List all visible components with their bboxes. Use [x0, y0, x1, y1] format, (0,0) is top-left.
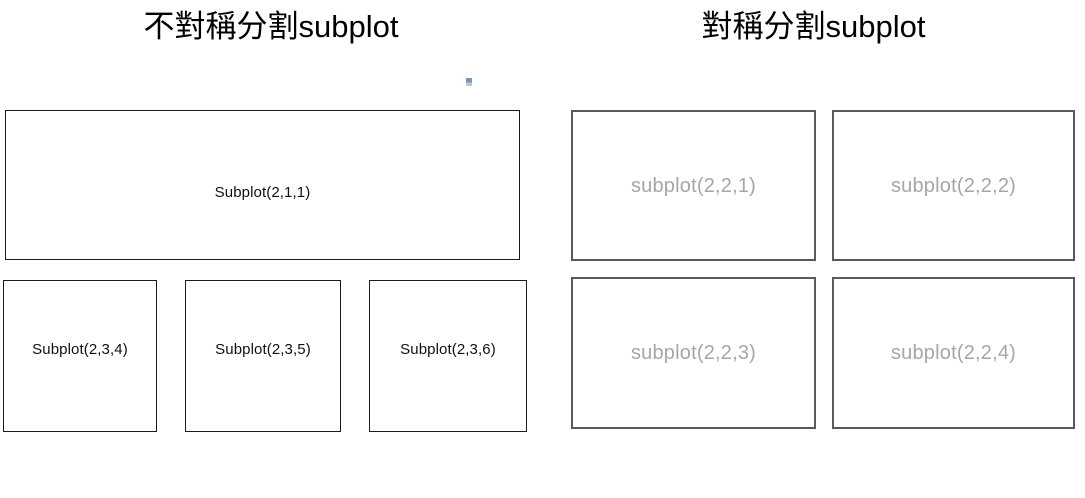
subplot-box-2-3-4[interactable]: Subplot(2,3,4)	[3, 280, 157, 432]
subplot-box-2-3-5[interactable]: Subplot(2,3,5)	[185, 280, 341, 432]
subplot-box-2-1-1[interactable]: Subplot(2,1,1)	[5, 110, 520, 260]
subplot-box-2-2-3[interactable]: subplot(2,2,3)	[571, 277, 816, 429]
subplot-box-2-2-2[interactable]: subplot(2,2,2)	[832, 110, 1075, 261]
subplot-box-label: subplot(2,2,4)	[890, 342, 1017, 364]
subplot-box-label: subplot(2,2,1)	[630, 174, 757, 197]
subplot-box-label: Subplot(2,3,5)	[215, 341, 311, 358]
subplot-box-label: subplot(2,2,2)	[890, 174, 1017, 197]
subplot-box-label: subplot(2,2,3)	[630, 342, 757, 364]
subplot-box-label: Subplot(2,1,1)	[214, 184, 311, 201]
subplot-box-label: Subplot(2,3,6)	[400, 341, 496, 358]
symmetric-panel-title: 對稱分割subplot	[701, 9, 926, 44]
subplot-box-2-2-4[interactable]: subplot(2,2,4)	[832, 277, 1075, 429]
subplot-box-2-3-6[interactable]: Subplot(2,3,6)	[369, 280, 527, 432]
text-cursor-icon	[466, 78, 472, 86]
subplot-box-label: Subplot(2,3,4)	[32, 341, 128, 358]
subplot-box-2-2-1[interactable]: subplot(2,2,1)	[571, 110, 816, 261]
asymmetric-panel-title: 不對稱分割subplot	[143, 9, 399, 44]
